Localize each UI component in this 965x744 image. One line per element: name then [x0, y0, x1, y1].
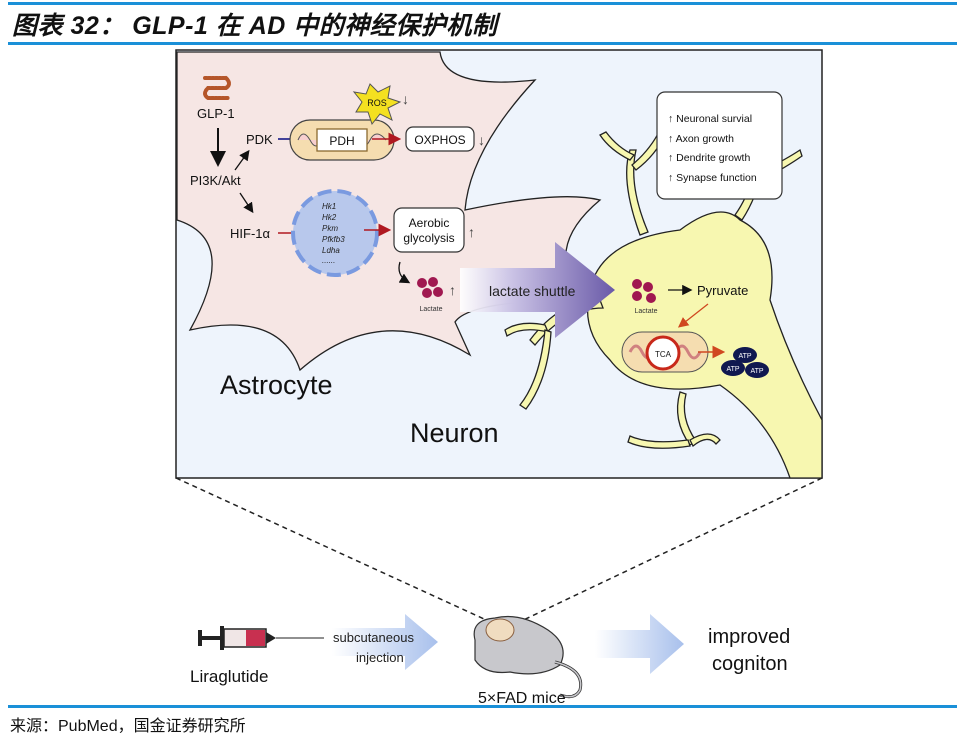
tca-cycle-icon — [645, 335, 681, 371]
source-rule — [8, 705, 957, 708]
aerobic-glycolysis-box — [393, 207, 465, 253]
nucleus-icon — [291, 189, 379, 277]
pdh-box — [316, 128, 368, 152]
atp-label: ATP — [750, 368, 763, 375]
aerobic-line2: glycolysis — [403, 231, 454, 245]
outcome-item: ↑ Synapse function — [668, 172, 757, 184]
pyruvate-to-tca-arrow — [677, 303, 709, 328]
result-line2: cogniton — [712, 653, 788, 675]
astrocyte-label: Astrocyte — [220, 370, 333, 400]
atp-label: ATP — [726, 366, 739, 373]
gene-item: ...... — [322, 256, 335, 265]
model-label: 5×FAD mice — [478, 690, 566, 707]
atp-label: ATP — [738, 353, 751, 360]
result-line1: improved — [708, 626, 790, 648]
pyruvate-label: Pyruvate — [697, 283, 748, 298]
pi3k-to-pdk-arrow — [234, 149, 250, 171]
top-rule — [8, 2, 957, 5]
figure-title: 图表 32： GLP-1 在 AD 中的神经保护机制 — [12, 12, 498, 40]
zoom-line-left — [175, 477, 496, 625]
route-line1: subcutaneous — [333, 630, 414, 645]
gene-item: Ldha — [322, 246, 340, 255]
gene-item: Hk2 — [322, 213, 337, 222]
title-rule — [8, 42, 957, 45]
lactate-shuttle-arrow — [460, 242, 615, 338]
glycolysis-up-arrow: ↑ — [468, 224, 475, 240]
outcome-item: ↑ Neuronal survial — [668, 113, 752, 125]
gene-list: Hk1 Hk2 Pkm Pfkfb3 Ldha ...... — [322, 202, 345, 265]
lactate-shuttle-label: lactate shuttle — [489, 283, 576, 299]
hif1a-label: HIF-1α — [230, 226, 271, 241]
outcome-item: ↑ Axon growth — [668, 133, 734, 145]
zoom-line-right — [514, 477, 823, 625]
outcome-item: ↑ Dendrite growth — [668, 152, 750, 164]
drug-label: Liraglutide — [190, 667, 268, 686]
oxphos-down-arrow: ↓ — [478, 132, 485, 148]
pi3k-to-hif-arrow — [239, 192, 254, 214]
neuron-lactate-icon — [632, 279, 656, 303]
tca-label: TCA — [655, 350, 672, 359]
glp1-label: GLP-1 — [197, 106, 235, 121]
outcomes-box — [656, 91, 783, 200]
ros-star-icon — [352, 83, 402, 126]
pi3k-akt-label: PI3K/Akt — [190, 173, 241, 188]
neuron-label: Neuron — [410, 418, 499, 448]
aerobic-line1: Aerobic — [409, 216, 450, 230]
injection-arrow — [332, 614, 438, 670]
pdk-label: PDK — [246, 132, 273, 147]
lactate-molecules-icon — [417, 277, 443, 298]
astro-lactate-label: Lactate — [420, 306, 443, 313]
pdh-label: PDH — [329, 134, 354, 148]
gene-item: Pkm — [322, 224, 338, 233]
lactate-up-arrow: ↑ — [449, 282, 456, 298]
glycolysis-to-lactate-arrow — [398, 261, 411, 284]
oxphos-box — [405, 126, 475, 152]
atp-molecules: ATP ATP ATP — [721, 347, 769, 378]
oxphos-label: OXPHOS — [414, 133, 465, 147]
gene-item: Hk1 — [322, 202, 336, 211]
route-line2: injection — [356, 650, 404, 665]
ros-label: ROS — [367, 98, 387, 108]
syringe-icon — [198, 626, 324, 650]
gene-item: Pfkfb3 — [322, 235, 345, 244]
ros-down-arrow: ↓ — [402, 91, 409, 107]
neuron-lactate-label: Lactate — [635, 308, 658, 315]
source-note: 来源：PubMed，国金证券研究所 — [10, 718, 246, 735]
result-arrow — [595, 614, 684, 674]
glp1-peptide-icon — [203, 76, 231, 100]
mouse-icon — [473, 615, 583, 699]
